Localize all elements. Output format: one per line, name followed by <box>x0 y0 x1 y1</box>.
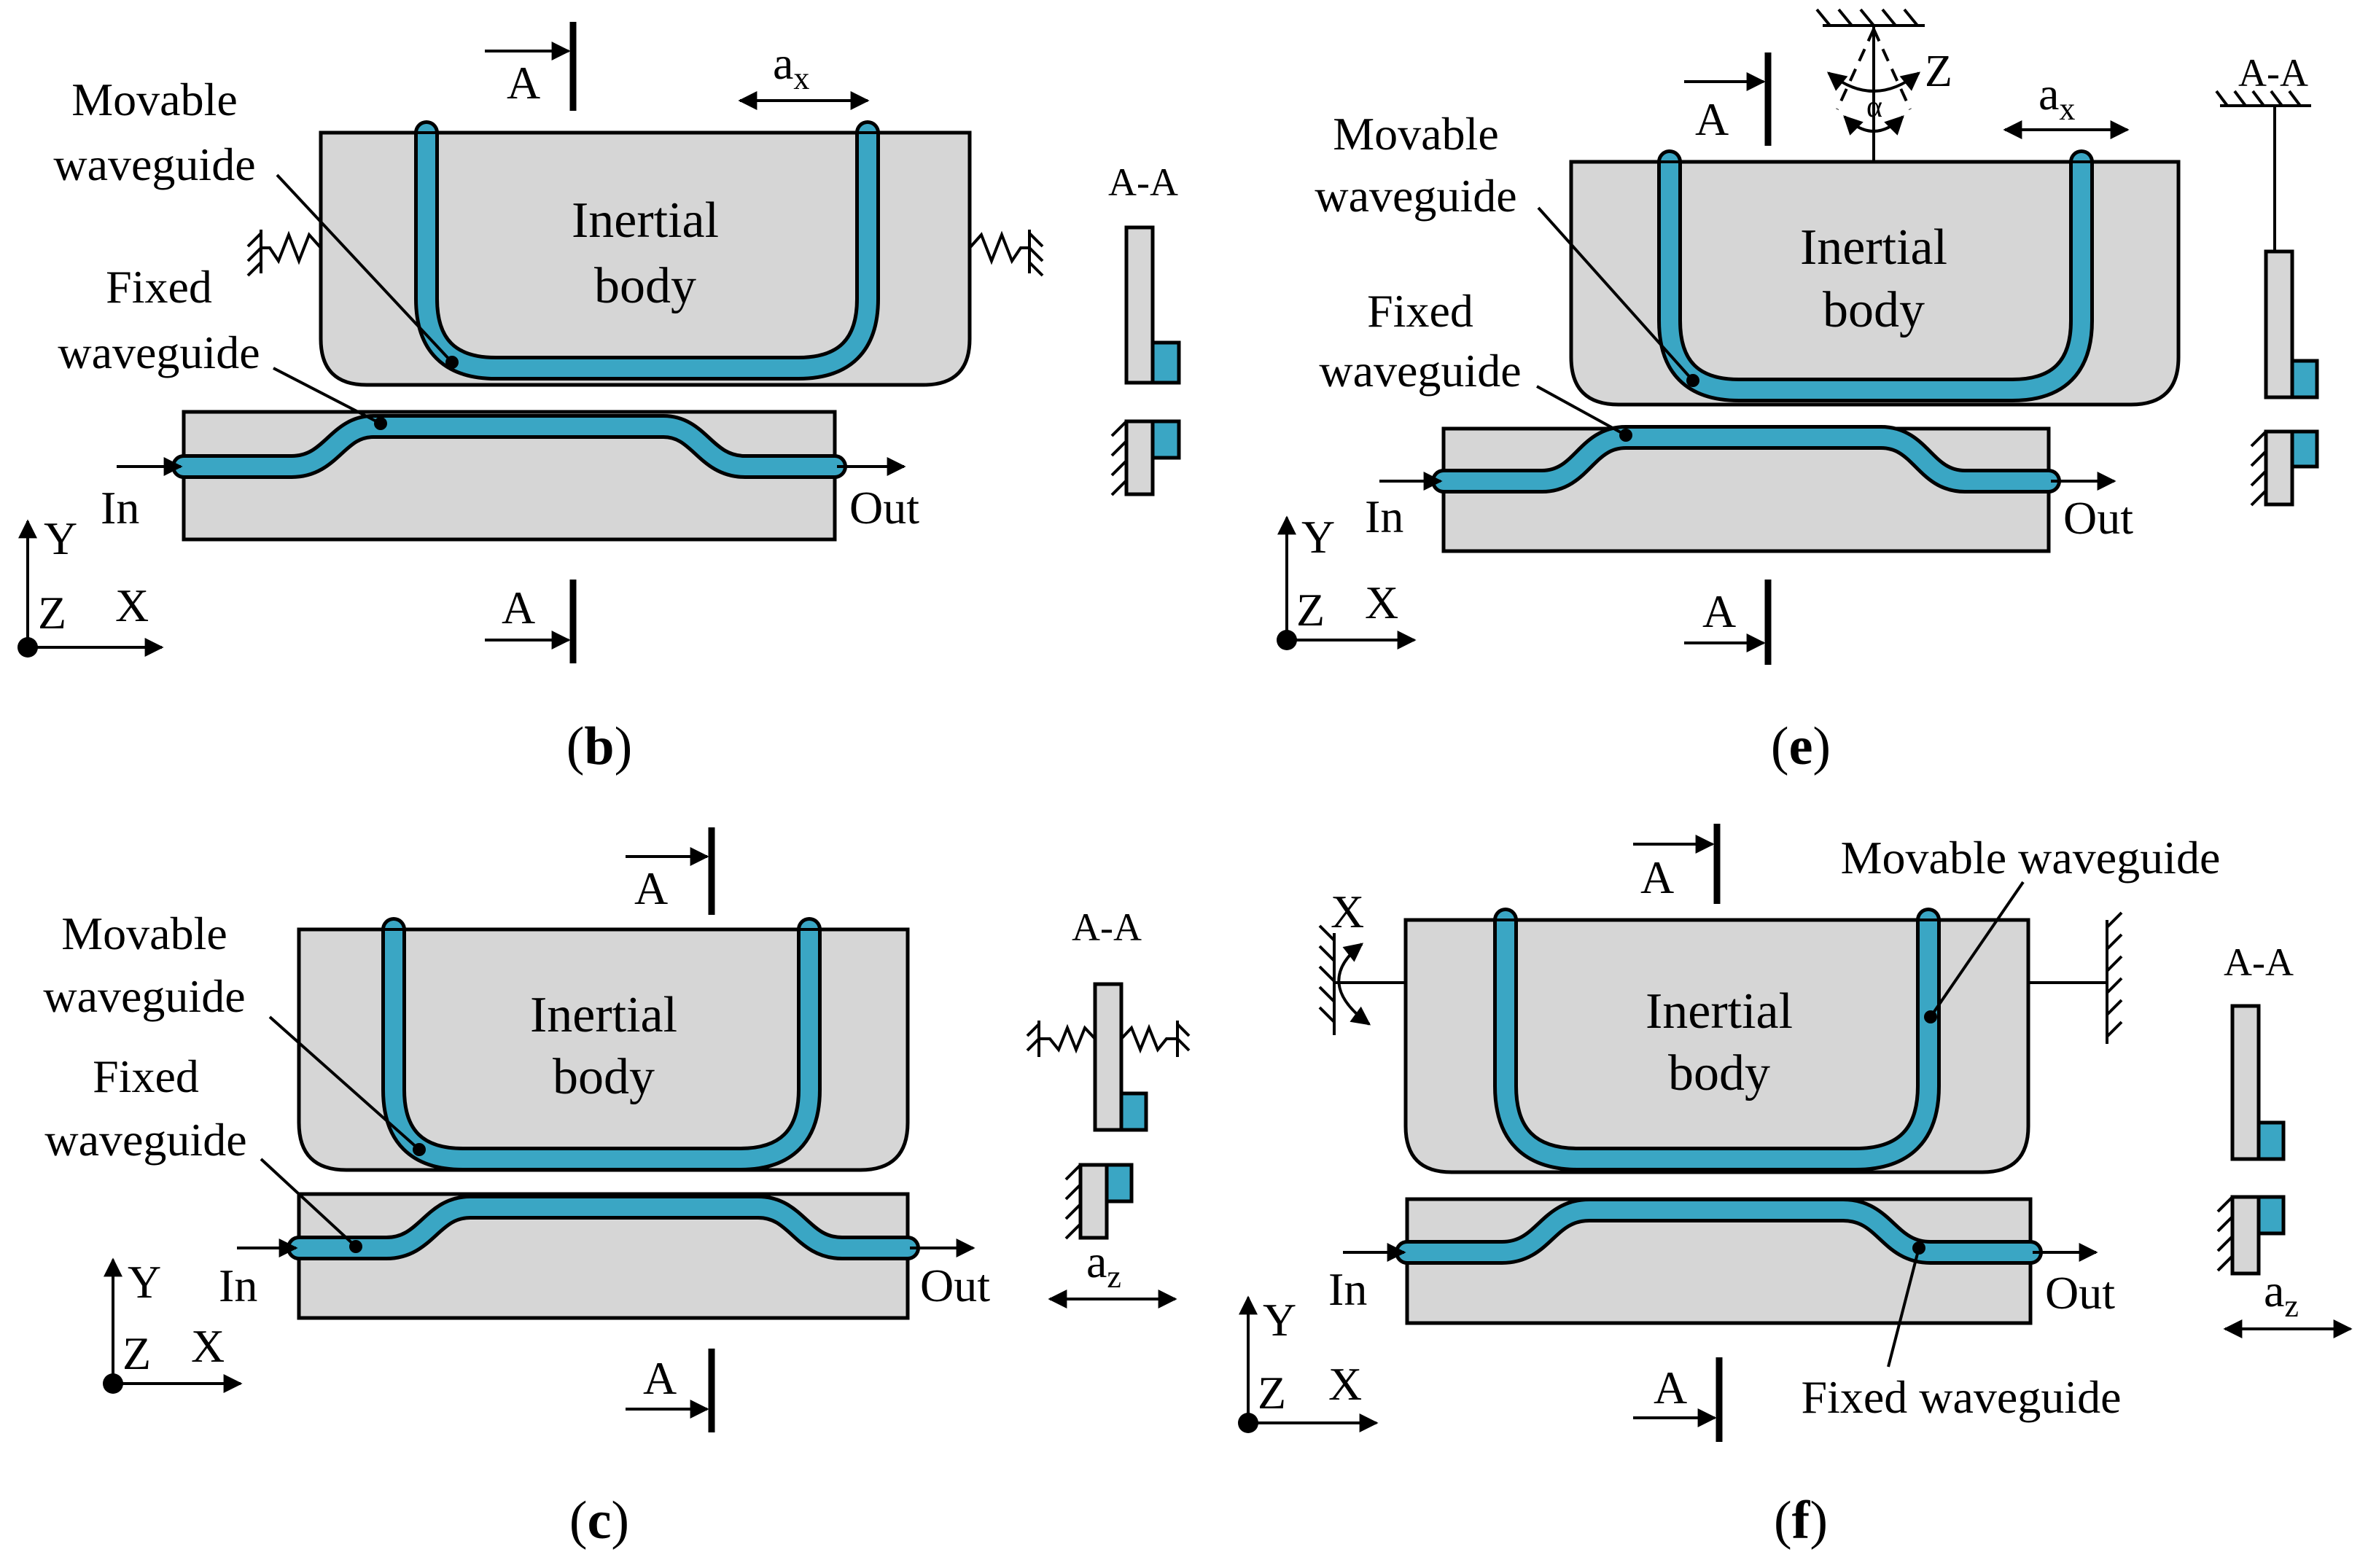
svg-text:ax: ax <box>2038 68 2075 127</box>
panel-f: A X Inertial body Movable waveguide Fixe… <box>1238 824 2353 1551</box>
svg-text:In: In <box>1328 1263 1367 1315</box>
fixed-leader <box>273 367 381 425</box>
svg-text:waveguide: waveguide <box>1319 345 1521 397</box>
svg-text:Fixed: Fixed <box>1367 285 1473 337</box>
panel-c: A Inertial body Movable waveguide Fixed … <box>43 827 1191 1551</box>
svg-text:waveguide: waveguide <box>43 970 245 1022</box>
inertial-body <box>1403 918 2030 1174</box>
axis-z <box>1238 1413 1258 1433</box>
spring-right <box>1120 1023 1177 1054</box>
svg-text:In: In <box>219 1260 257 1311</box>
svg-text:A: A <box>1695 93 1729 145</box>
svg-text:body: body <box>553 1049 655 1105</box>
axis-z <box>1277 630 1297 650</box>
svg-text:waveguide: waveguide <box>1315 170 1516 222</box>
svg-text:Movable: Movable <box>1333 108 1499 160</box>
aa-fixed-section <box>2264 429 2294 507</box>
section-label-bottom: A <box>502 582 535 633</box>
svg-text:X: X <box>1365 577 1398 628</box>
svg-text:A: A <box>634 862 668 914</box>
accel-label: ax <box>773 37 809 96</box>
svg-text:Z: Z <box>1258 1367 1286 1419</box>
svg-text:waveguide: waveguide <box>44 1114 246 1166</box>
svg-text:body: body <box>1668 1045 1770 1101</box>
in-label: In <box>101 482 139 534</box>
svg-text:Out: Out <box>920 1260 990 1311</box>
svg-text:Y: Y <box>1301 511 1335 563</box>
svg-text:body: body <box>1823 282 1925 338</box>
svg-text:Inertial: Inertial <box>1800 219 1947 276</box>
svg-text:A: A <box>1654 1362 1687 1413</box>
svg-text:Movable: Movable <box>61 908 227 959</box>
svg-text:Z: Z <box>38 587 66 639</box>
inertial-label-1: Inertial <box>572 192 719 249</box>
movable-leader <box>1929 881 2025 1018</box>
movable-leader <box>276 173 453 364</box>
inertial-body <box>1569 160 2181 407</box>
movable-label: Movable waveguide <box>1841 832 2221 884</box>
svg-text:A: A <box>643 1352 677 1404</box>
svg-text:Fixed: Fixed <box>93 1050 199 1102</box>
svg-text:A: A <box>1640 851 1674 903</box>
caption: (c) <box>569 1491 629 1551</box>
aa-movable-section <box>1124 225 1155 385</box>
caption: (e) <box>1771 717 1831 776</box>
svg-text:Y: Y <box>44 512 77 564</box>
spring-right <box>968 230 1029 265</box>
section-label-top: A <box>507 57 540 109</box>
fixed-label-1: Fixed <box>106 261 212 313</box>
svg-text:A-A: A-A <box>2224 940 2294 984</box>
aa-movable-section <box>2230 1004 2261 1161</box>
spring-left <box>1039 1023 1097 1054</box>
svg-text:A: A <box>1702 585 1736 637</box>
aa-movable-section <box>2264 249 2294 399</box>
movable-leader <box>268 1015 421 1151</box>
fixed-label-2: waveguide <box>58 327 260 378</box>
svg-text:Y: Y <box>128 1256 161 1308</box>
inertial-body <box>297 927 910 1172</box>
svg-text:X: X <box>1328 1358 1362 1410</box>
rot-axis-label: X <box>1331 886 1364 937</box>
rot-axis-label: Z <box>1925 47 1952 96</box>
svg-text:Inertial: Inertial <box>530 987 677 1043</box>
svg-text:az: az <box>2264 1265 2299 1324</box>
aa-fixed-section <box>1124 419 1155 496</box>
aa-label: A-A <box>1108 160 1178 204</box>
svg-text:Out: Out <box>2063 492 2133 544</box>
movable-label-1: Movable <box>71 74 238 125</box>
fixed-leader <box>1887 1247 1920 1368</box>
svg-text:Y: Y <box>1263 1294 1296 1346</box>
svg-text:az: az <box>1086 1236 1121 1295</box>
svg-text:X: X <box>115 580 149 631</box>
aa-fixed-section <box>1078 1163 1109 1240</box>
movable-label-2: waveguide <box>53 139 255 190</box>
inertial-body <box>319 130 972 387</box>
svg-text:Inertial: Inertial <box>1646 983 1793 1040</box>
fixed-leader <box>260 1158 357 1248</box>
angle-label: α <box>1866 90 1882 124</box>
axis-z <box>103 1373 123 1394</box>
spring-left <box>261 230 322 265</box>
svg-text:A-A: A-A <box>1072 905 1142 949</box>
aa-fixed-section <box>2230 1195 2261 1276</box>
svg-text:X: X <box>191 1320 225 1372</box>
caption: (f) <box>1774 1491 1828 1551</box>
axis-z <box>17 637 38 658</box>
aa-movable-section <box>1093 982 1123 1132</box>
svg-text:Z: Z <box>122 1327 151 1379</box>
svg-text:Out: Out <box>2045 1267 2115 1319</box>
svg-text:A-A: A-A <box>2238 51 2308 95</box>
svg-text:In: In <box>1365 491 1403 542</box>
caption: (b) <box>566 717 632 776</box>
rotation-arrow <box>1337 943 1371 1026</box>
fixed-leader <box>1536 385 1627 437</box>
panel-b: A ax Inertial body Movable waveguide Fix… <box>17 22 1181 776</box>
svg-text:Z: Z <box>1296 584 1325 636</box>
panel-e: A α Z ax Inertial body Movable waveguide… <box>1277 8 2319 776</box>
fixed-label: Fixed waveguide <box>1802 1371 2122 1423</box>
inertial-label-2: body <box>594 258 696 314</box>
out-label: Out <box>849 482 919 534</box>
movable-leader <box>1537 206 1694 382</box>
